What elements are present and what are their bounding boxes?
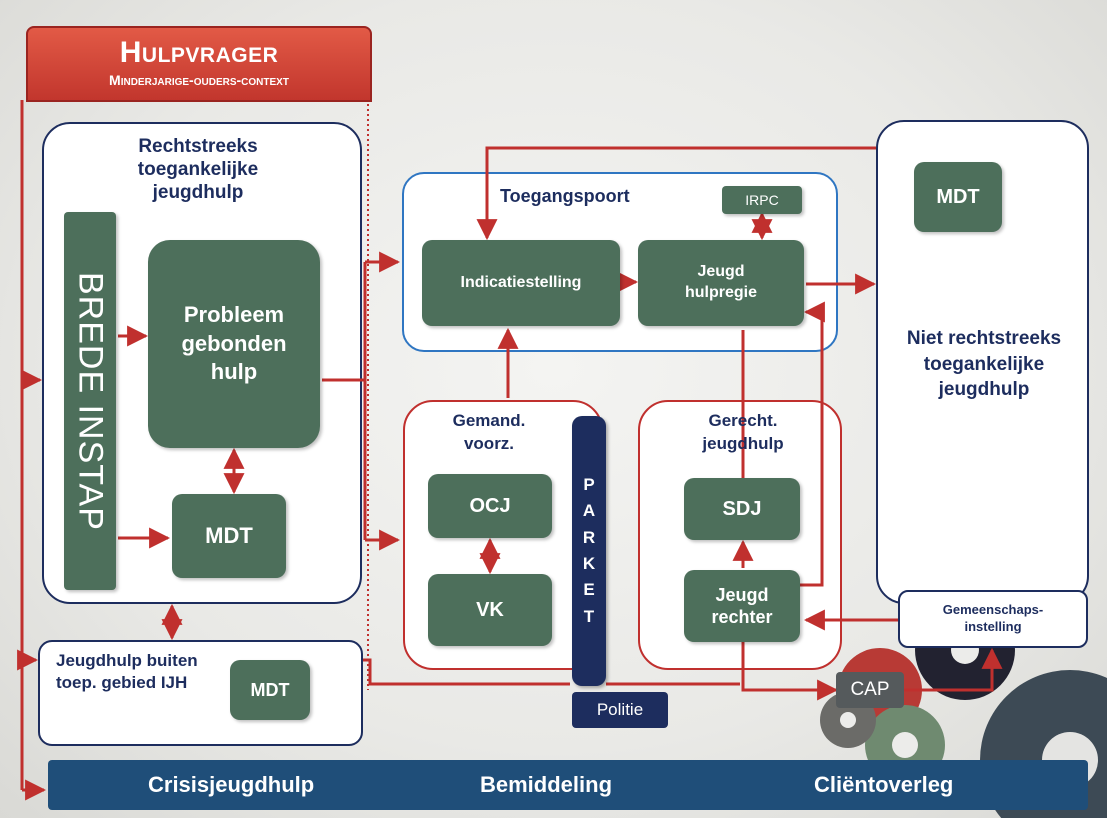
probleem-gebonden-hulp-box: Probleem gebonden hulp [148,240,320,448]
gemand-title: Gemand. voorz. [452,411,526,453]
gemeenschap-box: Gemeenschaps-instelling [898,590,1088,648]
brede-instap-label: BREDE INSTAP [71,271,110,531]
bottom-bar: Crisisjeugdhulp Bemiddeling Cliëntoverle… [48,760,1088,810]
buiten-title: Jeugdhulp buiten toep. gebied IJH [56,651,198,693]
jeugdhulpregie-box: Jeugd hulpregie [638,240,804,326]
irpc-box: IRPC [722,186,802,214]
gemeenschap-label: Gemeenschaps-instelling [942,602,1044,634]
mdt-not-direct-label: MDT [936,185,980,208]
header-title: Hulpvrager [119,36,279,69]
not-direct-title: Niet rechtstreeks toegankelijke jeugdhul… [906,328,1062,401]
vk-box: VK [428,574,552,646]
sdj-box: SDJ [684,478,800,540]
toegangspoort-title: Toegangspoort [500,186,630,206]
mdt-direct-label: MDT [205,523,253,548]
cap-box: CAP [836,672,904,708]
indicatiestelling-box: Indicatiestelling [422,240,620,326]
bottom-item-clientoverleg: Cliëntoverleg [814,772,954,797]
mdt-direct-box: MDT [172,494,286,578]
ocj-box: OCJ [428,474,552,538]
mdt-buiten-box: MDT [230,660,310,720]
parket-label: PARKET [582,474,596,626]
probleem-label: Probleem gebonden hulp [181,302,287,385]
mdt-not-direct-box: MDT [914,162,1002,232]
hulpvrager-header: Hulpvrager Minderjarige-ouders-context [26,26,372,102]
gerecht-title: Gerecht. jeugdhulp [702,411,784,453]
mdt-buiten-label: MDT [250,679,290,700]
jeugdrechter-label: Jeugd rechter [711,584,773,628]
indicatiestelling-label: Indicatiestelling [460,274,582,291]
irpc-label: IRPC [745,192,779,208]
vk-label: VK [476,598,504,621]
brede-instap-box: BREDE INSTAP [64,212,116,590]
parket-box: PARKET [572,416,606,686]
header-subtitle: Minderjarige-ouders-context [109,72,289,88]
sdj-label: SDJ [722,497,762,520]
politie-label: Politie [596,700,644,719]
not-direct-access-group [876,120,1089,604]
jeugdrechter-box: Jeugd rechter [684,570,800,642]
bottom-item-bemiddeling: Bemiddeling [480,772,613,797]
bottom-item-crisisjeugdhulp: Crisisjeugdhulp [148,772,315,797]
politie-box: Politie [572,692,668,728]
ocj-label: OCJ [469,494,511,517]
cap-label: CAP [850,679,890,700]
jeugdhulpregie-label: Jeugd hulpregie [684,263,757,301]
direct-access-title: Rechtstreeks toegankelijke jeugdhulp [137,136,259,203]
